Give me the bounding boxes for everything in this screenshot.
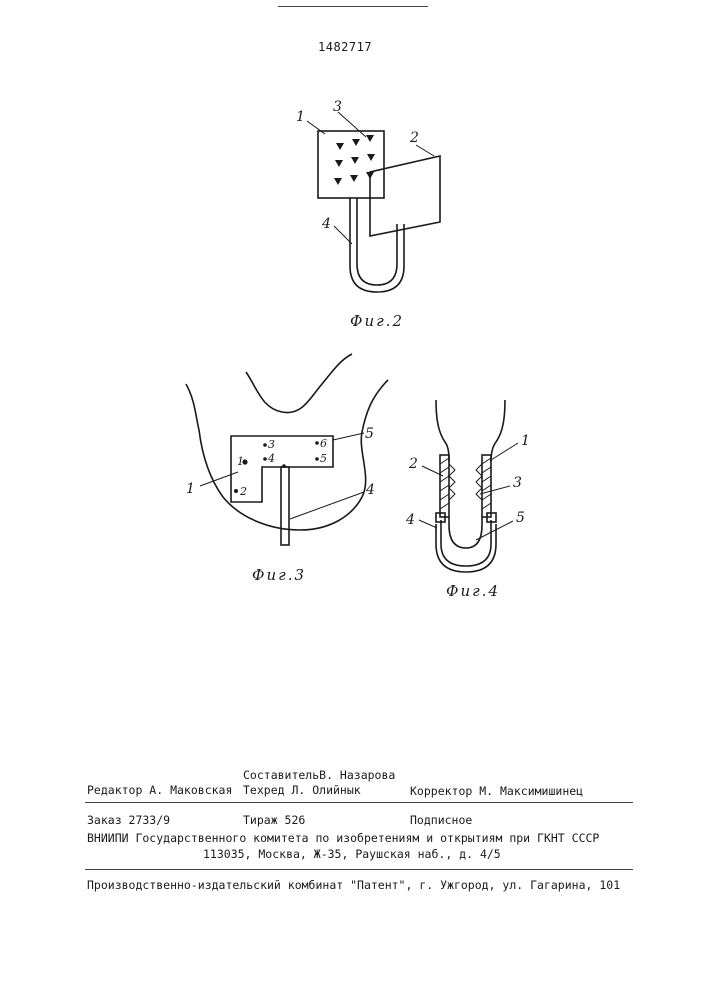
fig2-plate-2: [370, 156, 440, 236]
fig3-electrode-5: 5: [320, 452, 327, 465]
imprint-editor: Редактор А. Маковская: [87, 783, 232, 797]
fig4-label-2: 2: [408, 456, 418, 472]
fig3-electrode-6: 6: [320, 437, 327, 450]
fig2-tube-inner: [357, 198, 397, 285]
fig2-plate-1: [318, 131, 384, 198]
imprint-rule-2: [85, 869, 633, 870]
fig4-label-5: 5: [516, 510, 525, 526]
fig4-label-1: 1: [521, 433, 530, 449]
fig3-electrode-1: 1: [237, 455, 244, 468]
imprint-techred: Техред Л. Олийнык: [243, 783, 361, 797]
imprint-compiler: СоставительВ. Назарова: [243, 768, 395, 782]
fig2-plate-holes: [334, 135, 375, 185]
fig4-teeth-right: [476, 464, 482, 500]
imprint-rule-1: [85, 802, 633, 803]
fig3-label-1: 1: [186, 481, 195, 497]
imprint-order: Заказ 2733/9: [87, 813, 170, 827]
fig2-label-2: 2: [409, 130, 419, 146]
fig4-label-4: 4: [405, 512, 415, 528]
figure-2-drawing: 1 2 3 4: [296, 99, 440, 292]
fig2-caption: Фиг.2: [350, 312, 404, 330]
fig4-teeth-left: [449, 464, 455, 500]
figure-4-drawing: 1 2 3 4 5: [405, 400, 530, 572]
fig3-electrode-4: 4: [267, 452, 275, 465]
fig4-body-left: [436, 400, 449, 462]
patent-drawings: 1 2 3 4 1 4 5 1 2 3 4: [0, 0, 707, 720]
figure-3-drawing: 1 4 5 1 2 3 4 5 6: [186, 354, 388, 545]
fig2-label-1: 1: [296, 109, 305, 125]
fig3-electrode-2: 2: [239, 485, 247, 498]
fig4-inner-u: [449, 517, 482, 548]
imprint-corrector: Корректор М. Максимишинец: [410, 784, 583, 798]
fig2-tube-outer: [350, 198, 404, 292]
imprint-vniipi: ВНИИПИ Государственного комитета по изоб…: [87, 831, 599, 845]
fig4-plate-1-hatch: [482, 458, 491, 509]
imprint-circulation: Тираж 526: [243, 813, 305, 827]
fig3-body-outline: [186, 380, 388, 530]
imprint-address: 113035, Москва, Ж-35, Раушская наб., д. …: [203, 847, 501, 861]
fig3-head-outline: [246, 354, 352, 413]
imprint-plant: Производственно-издательский комбинат "П…: [87, 878, 620, 892]
fig4-caption: Фиг.4: [446, 582, 500, 600]
fig3-caption: Фиг.3: [252, 566, 306, 584]
fig4-label-3: 3: [513, 475, 522, 491]
imprint-subscription: Подписное: [410, 813, 472, 827]
fig3-label-5: 5: [365, 426, 374, 442]
fig3-label-4: 4: [365, 482, 375, 498]
fig4-plate-2-hatch: [440, 458, 449, 509]
fig3-electrode-3: 3: [268, 438, 275, 451]
fig3-strip-4: [281, 467, 289, 545]
fig2-label-3: 3: [333, 99, 342, 115]
fig2-label-4: 4: [321, 216, 331, 232]
